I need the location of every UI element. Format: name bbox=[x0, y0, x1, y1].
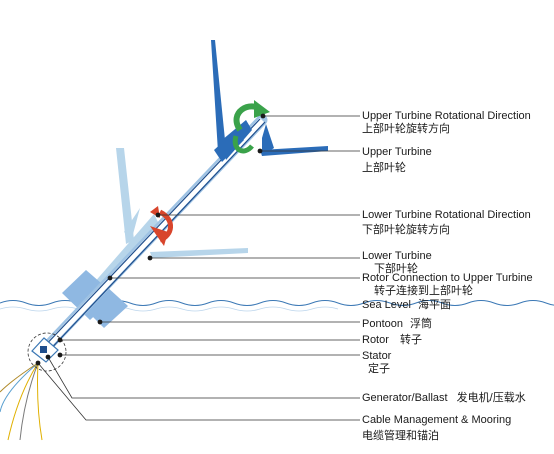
label-lower-rotational-direction: Lower Turbine Rotational Direction 下部叶轮旋… bbox=[362, 209, 531, 237]
label-en: Lower Turbine Rotational Direction bbox=[362, 209, 531, 221]
label-zh: 定子 bbox=[368, 363, 390, 375]
label-en: Lower Turbine bbox=[362, 250, 432, 262]
label-en: Upper Turbine Rotational Direction bbox=[362, 110, 531, 122]
label-en: Cable Management & Mooring bbox=[362, 414, 512, 426]
green-rotation-arrow bbox=[232, 100, 270, 154]
leader-lines bbox=[37, 115, 360, 421]
label-zh: 海平面 bbox=[418, 299, 451, 311]
generator-base bbox=[27, 332, 67, 372]
lower-turbine bbox=[86, 148, 248, 298]
label-en: Sea Level bbox=[362, 299, 411, 311]
label-cable-mooring: Cable Management & Mooring 电缆管理和锚泊 bbox=[362, 414, 511, 443]
label-zh: 浮筒 bbox=[410, 318, 433, 330]
label-upper-turbine: Upper Turbine 上部叶轮 bbox=[362, 146, 432, 175]
leader-dots bbox=[35, 113, 266, 366]
label-en: Stator bbox=[362, 350, 392, 362]
sea-wave-line-faint bbox=[0, 306, 339, 312]
label-rotor: Rotor 转子 bbox=[362, 334, 422, 347]
label-zh: 下部叶轮旋转方向 bbox=[362, 224, 450, 236]
label-rotor-connection: Rotor Connection to Upper Turbine 转子连接到上… bbox=[362, 272, 533, 298]
tower-shaft bbox=[36, 114, 268, 358]
label-zh: 下部叶轮 bbox=[374, 263, 418, 275]
label-zh: 转子连接到上部叶轮 bbox=[374, 285, 473, 297]
label-en: Rotor Connection to Upper Turbine bbox=[362, 272, 533, 284]
label-en: Pontoon bbox=[362, 318, 403, 330]
label-generator-ballast: Generator/Ballast 发电机/压载水 bbox=[362, 392, 526, 405]
label-en: Upper Turbine bbox=[362, 146, 432, 158]
mooring-lines bbox=[0, 362, 43, 441]
label-sea-level: Sea Level 海平面 bbox=[362, 299, 451, 312]
upper-turbine bbox=[211, 40, 328, 162]
label-pontoon: Pontoon 浮筒 bbox=[362, 318, 432, 331]
label-zh: 电缆管理和锚泊 bbox=[362, 430, 439, 442]
label-en: Generator/Ballast bbox=[362, 392, 448, 404]
label-zh: 转子 bbox=[399, 334, 422, 346]
label-lower-turbine: Lower Turbine 下部叶轮 bbox=[362, 250, 432, 276]
label-zh: 发电机/压载水 bbox=[456, 392, 526, 404]
label-upper-rotational-direction: Upper Turbine Rotational Direction 上部叶轮旋… bbox=[362, 110, 531, 136]
label-zh: 上部叶轮旋转方向 bbox=[362, 123, 450, 135]
label-stator: Stator 定子 bbox=[362, 350, 391, 376]
label-en: Rotor bbox=[362, 334, 389, 346]
label-zh: 上部叶轮 bbox=[362, 162, 406, 174]
